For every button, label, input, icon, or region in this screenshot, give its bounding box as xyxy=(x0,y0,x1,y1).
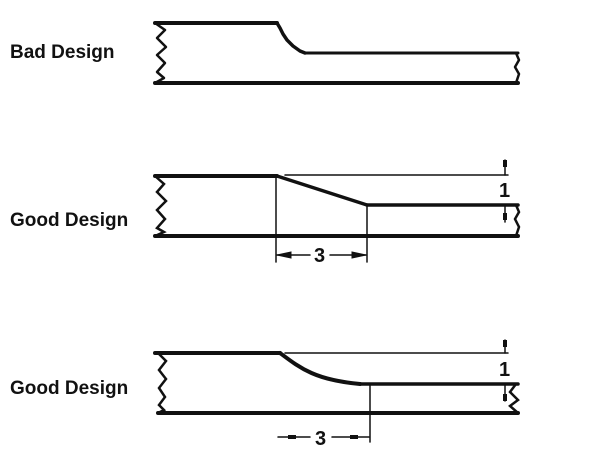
good-design-curved-part xyxy=(153,339,520,443)
bad-design-part xyxy=(153,21,521,85)
height-dimension-1: 1 xyxy=(499,180,510,202)
good-design-label-1: Good Design xyxy=(10,210,129,231)
good-design-linear-part xyxy=(153,159,521,263)
break-line-icon xyxy=(153,21,168,85)
length-dimension-2: 3 xyxy=(315,428,326,450)
length-dimension-1: 3 xyxy=(314,245,325,267)
height-dimension-2: 1 xyxy=(499,359,510,381)
bad-design-label: Bad Design xyxy=(10,42,115,63)
good-design-label-2: Good Design xyxy=(10,378,129,399)
